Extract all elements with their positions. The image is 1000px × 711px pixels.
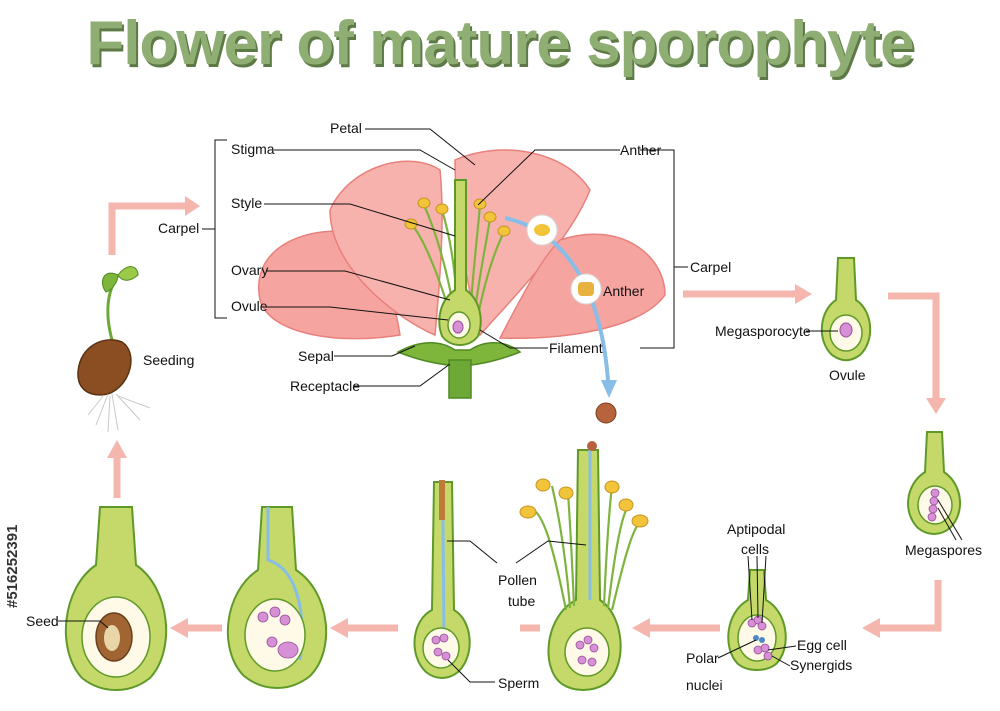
label-seed: Seed — [26, 613, 59, 629]
pollination-stage — [519, 441, 649, 691]
label-filament: Filament — [549, 340, 603, 356]
diagram-labels: Petal Stigma Style Ovary Ovule Sepal Rec… — [26, 120, 982, 693]
label-style: Style — [231, 195, 262, 211]
label-polar-nuclei: nuclei — [686, 677, 723, 693]
pollen-grain — [595, 402, 617, 424]
main-flower — [257, 149, 666, 399]
diagram-title: Flower of mature sporophyte — [86, 9, 914, 78]
carpel-bracket-left — [214, 139, 227, 319]
embryo-sac — [717, 555, 797, 671]
arrow-ovule-to-megaspores — [888, 292, 940, 398]
label-seeding: Seeding — [143, 352, 194, 368]
pistil — [438, 179, 482, 346]
flower-petals — [257, 149, 666, 340]
anther-dots — [404, 197, 511, 237]
label-petal: Petal — [330, 120, 362, 136]
label-synergids: Synergids — [790, 657, 852, 673]
pollen-tube-stage — [413, 480, 587, 683]
label-egg-cell: Egg cell — [797, 637, 847, 653]
label-anther: Anther — [620, 142, 662, 158]
label-pollen-tube: tube — [508, 593, 535, 609]
label-ovule-stage: Ovule — [829, 367, 866, 383]
label-pollen: Pollen — [498, 572, 537, 588]
label-carpel-right: Carpel — [690, 259, 731, 275]
flower-stem — [448, 359, 472, 399]
leader-lines — [264, 128, 620, 387]
label-stigma: Stigma — [231, 141, 275, 157]
label-carpel-left: Carpel — [158, 220, 199, 236]
label-sepal: Sepal — [298, 348, 334, 364]
label-ovule: Ovule — [231, 298, 268, 314]
label-sperm: Sperm — [498, 675, 539, 691]
arrow-megaspores-to-embryosac — [880, 580, 942, 632]
seed-stage — [58, 506, 168, 691]
ovule-megasporocyte — [806, 257, 872, 362]
label-aptipodal: Aptipodal — [727, 521, 785, 537]
seedling — [77, 266, 151, 433]
anther-zoom — [504, 214, 617, 424]
label-receptacle: Receptacle — [290, 378, 360, 394]
flower-sepals — [396, 342, 522, 367]
label-ovary: Ovary — [231, 262, 268, 278]
carpel-bracket-right — [640, 149, 675, 349]
label-megaspores: Megaspores — [905, 542, 982, 558]
label-anther-zoom: Anther — [603, 283, 645, 299]
label-aptipodal-cells: cells — [741, 541, 769, 557]
arrow-seeding-to-flower — [108, 202, 185, 255]
label-megasporocyte: Megasporocyte — [715, 323, 811, 339]
ovule-megaspores — [907, 431, 963, 541]
cycle-arrows — [107, 196, 946, 638]
label-polar: Polar — [686, 650, 719, 666]
fertilization-stage — [226, 506, 328, 689]
